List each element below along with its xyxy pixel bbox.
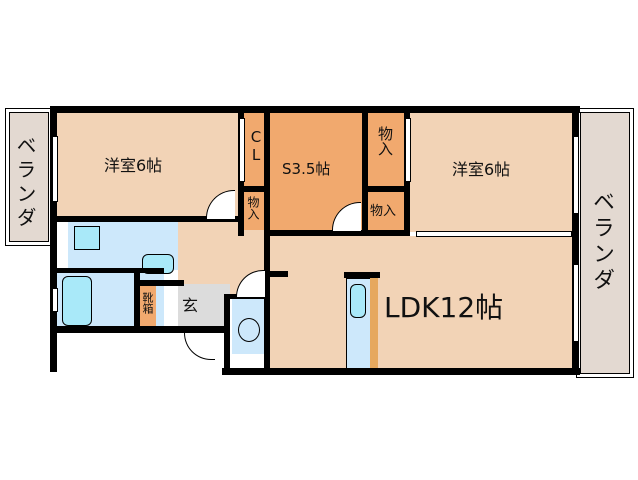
wall-bottom-right <box>222 368 580 375</box>
wall-wash-right <box>134 268 140 330</box>
label-storage-2: 物入 <box>376 126 394 156</box>
label-ldk: LDK12帖 <box>384 291 504 324</box>
window-bath <box>52 288 58 312</box>
closet <box>244 112 264 188</box>
storage-2 <box>368 112 406 186</box>
wall-kitchen-top <box>344 272 380 278</box>
wall-bottom-left <box>50 326 230 333</box>
wall-top <box>50 106 580 113</box>
wall-room-left-bottom <box>50 216 240 222</box>
window-ldk <box>573 264 579 342</box>
label-storage-1: 物入 <box>246 196 260 220</box>
label-western-room-right: 洋室6帖 <box>452 160 511 179</box>
toilet-icon <box>238 318 260 342</box>
sliding-door-right-room[interactable] <box>416 231 572 237</box>
wall-under-storage2 <box>362 186 406 192</box>
kitchen-edge <box>370 278 378 368</box>
storage-1 <box>244 192 264 230</box>
western-room-right <box>410 112 574 232</box>
wall-ldk-left <box>264 236 270 374</box>
wall-bath-mid <box>50 268 164 273</box>
wall-service-left <box>264 106 270 236</box>
western-room-left <box>56 112 240 218</box>
wall-under-closet <box>238 186 268 192</box>
wall-right <box>572 106 579 375</box>
label-entrance: 玄 <box>182 296 199 315</box>
label-western-room-left: 洋室6帖 <box>104 156 163 175</box>
ldk <box>270 236 574 368</box>
window-right-room <box>573 136 579 214</box>
wall-service-right <box>362 106 368 236</box>
window-left-room <box>52 136 58 202</box>
label-shoe-box: 靴箱 <box>141 292 154 314</box>
label-storage-3: 物入 <box>370 204 397 219</box>
washing-machine-icon <box>74 226 100 250</box>
wall-toilet-left <box>224 296 230 374</box>
storage-3 <box>368 192 406 230</box>
label-service-room: S3.5帖 <box>282 160 331 178</box>
entrance <box>178 284 230 326</box>
wall-ldk-stub <box>268 271 288 277</box>
wall-left <box>50 106 57 372</box>
balcony-right <box>576 108 634 378</box>
kitchen-sink-icon <box>350 284 366 318</box>
balcony-left-label: ベランダ <box>13 135 37 231</box>
door-entrance[interactable] <box>184 333 215 360</box>
bathtub-icon <box>62 276 92 326</box>
balcony-right-label: ベランダ <box>589 190 614 294</box>
label-closet: CL <box>247 128 265 164</box>
sliding-door-storage2[interactable] <box>405 118 411 182</box>
shoe-box <box>140 286 156 326</box>
balcony-left <box>5 108 53 246</box>
wall-ldk-top <box>264 230 410 236</box>
wall-entrance-top <box>134 280 184 286</box>
sliding-door-closet[interactable] <box>239 118 245 182</box>
